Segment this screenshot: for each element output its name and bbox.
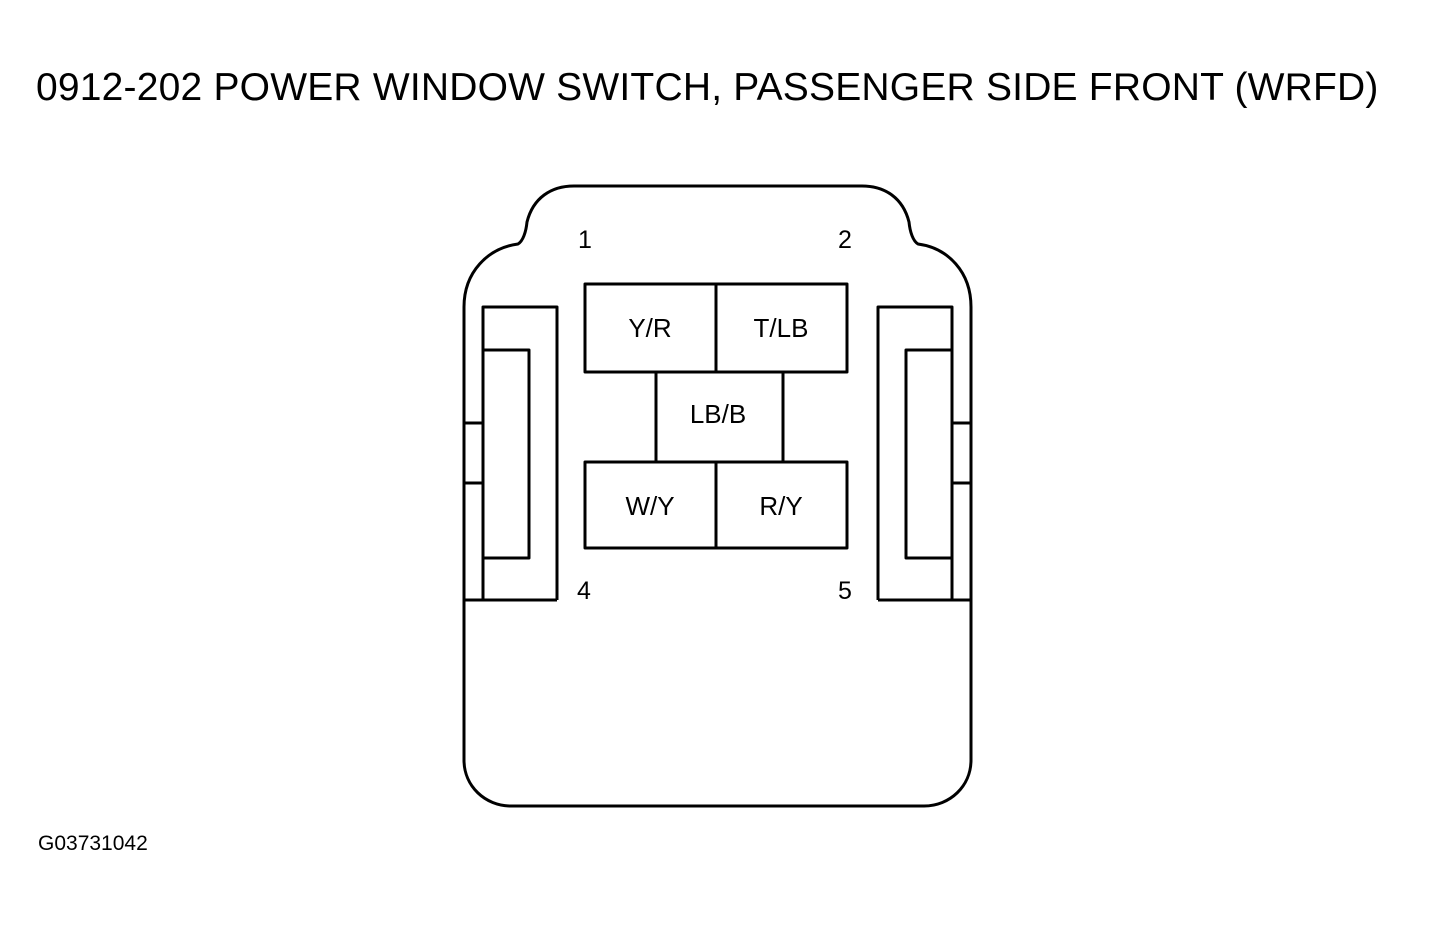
wire-label-y-r: Y/R bbox=[628, 313, 671, 343]
wire-label-lb-b: LB/B bbox=[690, 399, 746, 429]
right-latch-notch bbox=[952, 421, 971, 485]
figure-id: G03731042 bbox=[38, 832, 148, 855]
wire-label-w-y: W/Y bbox=[625, 491, 674, 521]
cavity-r-y bbox=[714, 460, 849, 550]
wire-label-r-y: R/Y bbox=[759, 491, 802, 521]
pin-number-5: 5 bbox=[838, 577, 852, 605]
diagram-title: 0912-202 POWER WINDOW SWITCH, PASSENGER … bbox=[36, 66, 1379, 109]
right-latch-inner bbox=[904, 348, 952, 560]
left-latch-outer bbox=[481, 305, 559, 600]
left-latch-notch bbox=[464, 421, 483, 485]
connector-housing bbox=[462, 184, 973, 808]
pin-number-4: 4 bbox=[577, 577, 591, 605]
right-latch-outer bbox=[876, 305, 954, 600]
pin-number-2: 2 bbox=[838, 226, 852, 254]
wire-label-t-lb: T/LB bbox=[754, 313, 809, 343]
pin-number-1: 1 bbox=[578, 226, 592, 254]
left-latch-inner bbox=[483, 348, 531, 560]
